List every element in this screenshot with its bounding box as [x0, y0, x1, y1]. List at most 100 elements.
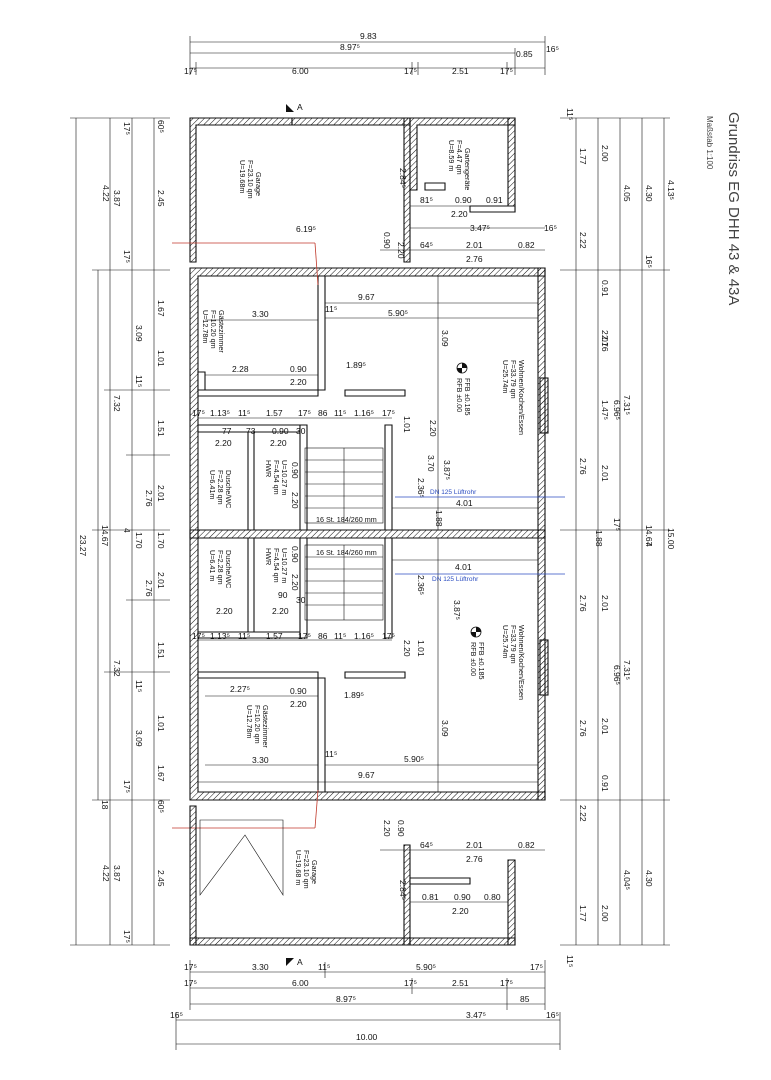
- bottom-row3-1: 85: [520, 994, 530, 1004]
- guest-top-perimeter: U=12.78m: [201, 310, 210, 343]
- hall-row-top-7: 1.16⁵: [354, 408, 374, 418]
- hall-row-bottom-2: 11⁵: [238, 631, 250, 641]
- top-dimension-chains: 9.83 8.97⁵ 0.85 16⁵ 17⁵ 6.00 17⁵ 2.51 17…: [184, 31, 559, 76]
- dim-col5-9: 1.67: [156, 765, 166, 782]
- living-top-dim-7: 2.36⁵: [416, 478, 426, 498]
- dim-col4-1: 3.09: [134, 325, 144, 342]
- dim-right-small-11: 11⁵: [565, 955, 575, 967]
- dim-right-colc-0: 2.76: [600, 335, 610, 352]
- dim-col4-5: 3.87: [112, 865, 122, 882]
- dim-right-cola-1: 14.67: [644, 525, 654, 547]
- bottom-row1-4: 17⁵: [530, 962, 543, 972]
- hall-top-name: HWR: [264, 460, 273, 477]
- dim-right-small-1: 1.77: [578, 148, 588, 165]
- garage-bottom-dim-3: 2.01: [466, 840, 483, 850]
- dim-right-colb-1: 7.31⁵: [622, 395, 632, 415]
- living-bottom-level: FFB ±0.185: [477, 642, 486, 680]
- dim-col3-1: 7.32: [112, 395, 122, 412]
- dim-right-cold-0: 2.01: [600, 330, 610, 347]
- bottom-row1-2: 11⁵: [318, 962, 330, 972]
- shower-bottom-dim-1: 2.20: [272, 606, 289, 616]
- dim-right-small-7: 0.91: [600, 775, 610, 792]
- dim-total-top: 9.83: [360, 31, 377, 41]
- dim-right-small-4: 0.91: [600, 280, 610, 297]
- bottom-row1-0: 17⁵: [184, 962, 197, 972]
- dim-col4-4: 3.09: [134, 730, 144, 747]
- dim-col4-2: 2.76: [144, 490, 154, 507]
- dim-right-colc-3: 2.76: [578, 720, 588, 737]
- hall-bottom-name: HWR: [264, 548, 273, 565]
- living-bottom-dim-7: 5.90⁵: [404, 754, 424, 764]
- guest-top-area: F=10.20 qm: [209, 310, 218, 349]
- guest-bottom-dim-3: 3.30: [252, 755, 269, 765]
- shed-dim-0: 2.84⁵: [398, 168, 408, 188]
- guest-top-dim-2: 0.90: [290, 364, 307, 374]
- hall-row-top-2: 11⁵: [238, 408, 250, 418]
- living-top-dim-6: 3.87⁵: [442, 460, 452, 480]
- dim-right-middle: 15.00: [666, 528, 676, 550]
- dim-right-small-8: 2.22: [578, 805, 588, 822]
- guest-top-dim-0: 3.30: [252, 309, 269, 319]
- dim-right-small-0: 11⁵: [565, 108, 575, 120]
- shed-dim-2: 0.90: [455, 195, 472, 205]
- hall-top-area: F=4.54 qm: [272, 460, 281, 495]
- dim-right-colb-3: 4.04⁵: [622, 870, 632, 890]
- dim-right-small-6: 16⁵: [644, 255, 654, 268]
- hall-row-bottom-8: 17⁵: [382, 631, 395, 641]
- mid-label-1: 1.88: [594, 530, 604, 547]
- mid-label-2: 1.70: [134, 532, 144, 549]
- dim-col5-2: 1.01: [156, 350, 166, 367]
- bottom-row2-4: 17⁵: [500, 978, 513, 988]
- hall-bottom-dim-1: 2.20: [290, 574, 300, 591]
- shower-top-dim-2: 77: [222, 426, 232, 436]
- garden-top-dim-4: 0.90: [382, 232, 392, 249]
- party-wall-labels: 1.88 1.88 1.70 4: [134, 510, 654, 549]
- living-top-area: F=33.79 qm: [509, 360, 518, 399]
- living-bottom-dim-0: 4.01: [455, 562, 472, 572]
- living-top-dim-8: 4.01: [456, 498, 473, 508]
- living-bottom-perimeter: U=25.74m: [501, 625, 510, 658]
- hall-row-top-8: 17⁵: [382, 408, 395, 418]
- dim-small-0: 17⁵: [122, 122, 132, 135]
- dim-col3-0: 4.22: [101, 185, 111, 202]
- dim-col5-4: 2.01: [156, 485, 166, 502]
- bottom-total: 10.00: [356, 1032, 378, 1042]
- dim-right-small-3: 2.22: [578, 232, 588, 249]
- shower-top-dim-5: 30: [296, 426, 306, 436]
- hall-row-bottom-3: 1.57: [266, 631, 283, 641]
- vent-bottom-label: DN 125 Lüftrohr: [432, 576, 479, 583]
- dim-small-9: 18: [100, 800, 110, 810]
- living-top-dim-10: 2.20: [428, 420, 438, 437]
- hall-bottom-area: F=4.54 qm: [272, 548, 281, 583]
- shower-bottom-dim-3: 30: [296, 595, 306, 605]
- dim-right-small: 0.85: [516, 49, 533, 59]
- dim-seg-b: 6.00: [292, 66, 309, 76]
- garden-top-dim-3: 2.76: [466, 254, 483, 264]
- hall-top-dim-1: 2.20: [290, 492, 300, 509]
- living-bottom-area: F=33.79 qm: [509, 625, 518, 664]
- dim-small-5: 11⁵: [134, 680, 144, 692]
- hall-row-top-1: 1.13⁵: [210, 408, 230, 418]
- dim-small-4: 4: [122, 528, 132, 533]
- dim-right-small-5: 17⁵: [612, 518, 622, 531]
- hall-row-top-0: 17⁵: [192, 408, 205, 418]
- shower-top-dim-1: 2.20: [270, 438, 287, 448]
- garage-bottom: Garage F=23.10 qm U=19.68 m 2.20 0.90 64…: [189, 805, 545, 967]
- section-mark-bottom: A: [297, 957, 303, 967]
- section-arrow-top: [286, 104, 294, 112]
- dim-seg-a: 17⁵: [184, 66, 197, 76]
- shower-bottom-area: F=2.28 qm: [216, 550, 225, 585]
- guest-bottom-perimeter: U=12.78m: [245, 705, 254, 738]
- dim-col4-0: 3.87: [112, 190, 122, 207]
- dim-col3-2: 7.32: [112, 660, 122, 677]
- garage-top-perimeter: U=19.68m: [238, 160, 247, 193]
- dim-right-small-2: 2.00: [600, 145, 610, 162]
- bottom-row2-2: 17⁵: [404, 978, 417, 988]
- dim-left-mid: 14.67: [100, 525, 110, 547]
- window-top-right: [539, 377, 549, 434]
- dim-col3-3: 4.22: [101, 865, 111, 882]
- hall-row-top-4: 17⁵: [298, 408, 311, 418]
- living-bottom-dim-5: 1.89⁵: [344, 690, 364, 700]
